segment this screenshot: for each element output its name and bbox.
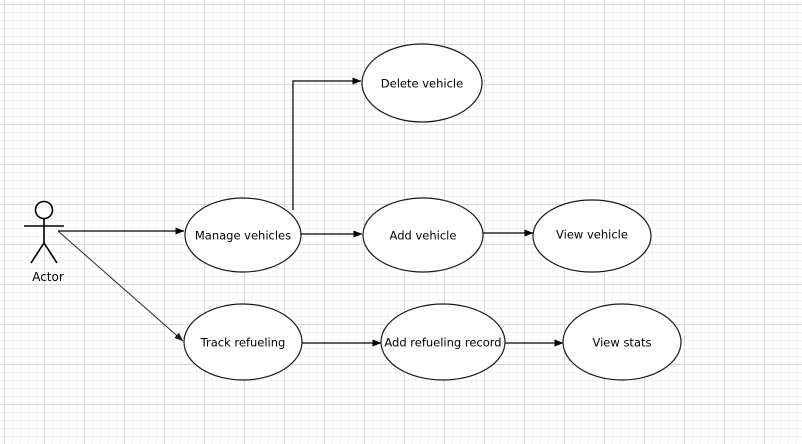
use-case-label: Add refueling record — [384, 336, 501, 350]
connectors-layer — [57, 77, 564, 347]
connector-actor-to-track-refueling[interactable] — [57, 230, 184, 342]
use-case-ellipse — [361, 43, 483, 123]
actor-left-leg-line — [30, 242, 45, 264]
use-case-label: Track refueling — [200, 336, 286, 350]
use-case-label: Manage vehicles — [195, 229, 291, 243]
use-case-label: Delete vehicle — [381, 77, 463, 91]
use-case-ellipse — [183, 303, 303, 381]
connector-manage-vehicles-to-delete-vehicle[interactable] — [292, 77, 362, 210]
use-case-view-vehicle[interactable]: View vehicle — [532, 199, 652, 273]
actor-right-leg-line — [43, 242, 58, 264]
use-case-ellipse — [380, 303, 506, 381]
use-case-ellipse — [562, 303, 682, 381]
actor-head-icon — [34, 200, 54, 220]
use-case-add-refueling-record[interactable]: Add refueling record — [380, 303, 506, 381]
use-case-label: View stats — [593, 336, 652, 350]
use-case-label: View vehicle — [556, 228, 628, 242]
use-case-manage-vehicles[interactable]: Manage vehicles — [184, 197, 302, 273]
use-case-add-vehicle[interactable]: Add vehicle — [362, 197, 484, 273]
use-case-delete-vehicle[interactable]: Delete vehicle — [361, 43, 483, 123]
use-case-ellipse — [362, 197, 484, 273]
use-case-label: Add vehicle — [390, 229, 457, 243]
use-case-ellipse — [184, 197, 302, 273]
use-case-track-refueling[interactable]: Track refueling — [183, 303, 303, 381]
actor[interactable]: Actor — [24, 200, 64, 285]
use-case-view-stats[interactable]: View stats — [562, 303, 682, 381]
use-case-ellipse — [532, 199, 652, 273]
actor-label: Actor — [32, 270, 64, 284]
